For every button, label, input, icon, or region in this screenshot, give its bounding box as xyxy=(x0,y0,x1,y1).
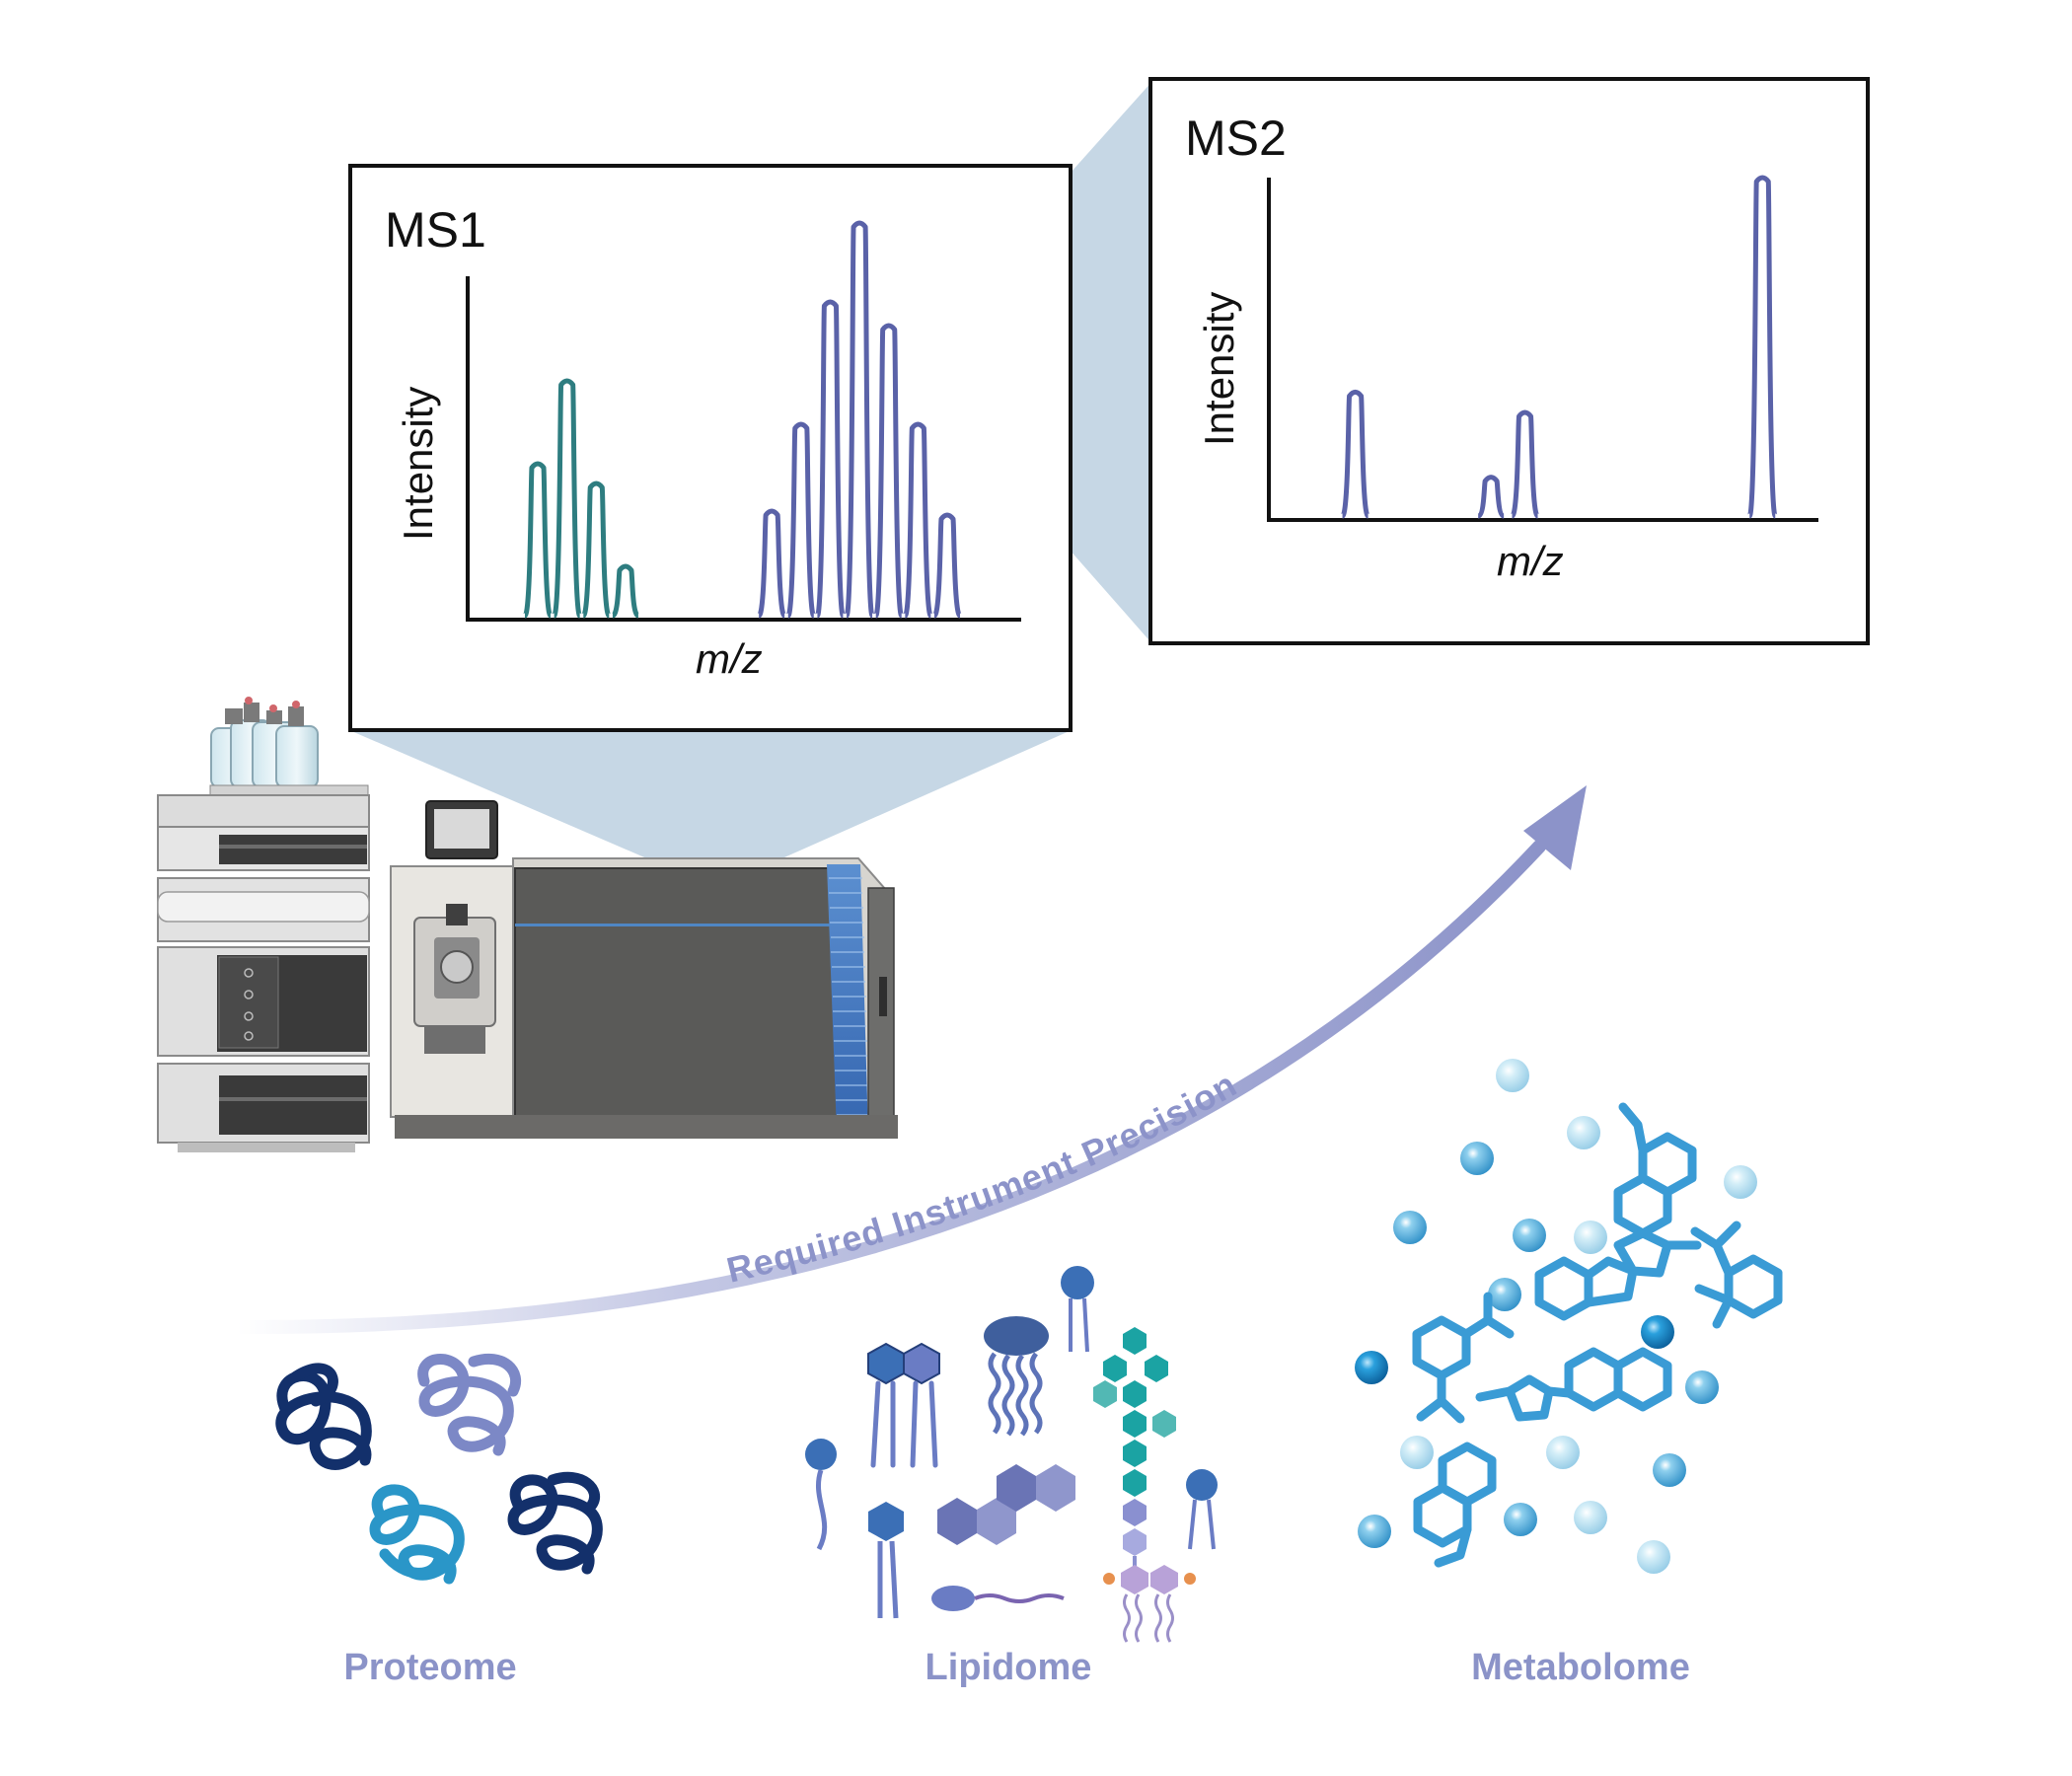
ms2-y-axis-label: Intensity xyxy=(1196,292,1242,446)
ms1-peak-2-3 xyxy=(814,299,846,619)
ms2-x-axis-label: m/z xyxy=(1497,538,1564,584)
lipid-ellipse-wavy xyxy=(984,1316,1049,1437)
ms1-zoom-wedge xyxy=(349,730,1072,888)
lipid-lollipop-left xyxy=(805,1439,837,1551)
metabolome-label: Metabolome xyxy=(1471,1647,1690,1688)
lipid-hex-lower xyxy=(868,1502,904,1619)
molecule-fused-2 xyxy=(1534,1228,1702,1321)
ms2-title: MS2 xyxy=(1185,111,1287,166)
ms1-x-axis-label: m/z xyxy=(696,635,763,682)
metabolite-molecules xyxy=(1412,1102,1783,1568)
ms1-peaks xyxy=(522,220,963,619)
lipidome-illustration xyxy=(805,1266,1218,1643)
ms1-frame xyxy=(348,164,1073,732)
ms1-peak-1-1 xyxy=(522,461,554,619)
ms2-peak-1-1 xyxy=(1340,389,1371,519)
ms1-peak-2-2 xyxy=(785,421,817,619)
proteome-label: Proteome xyxy=(343,1647,516,1688)
ms1-title: MS1 xyxy=(385,202,486,258)
mass-spectrometer xyxy=(390,800,898,1139)
proteome-illustration xyxy=(275,1353,603,1585)
sterol-hex-cluster xyxy=(937,1464,1075,1545)
phospholipid-pair xyxy=(867,1342,940,1468)
ms1-peak-2-5 xyxy=(873,323,905,619)
lipid-lollipop-top xyxy=(1061,1266,1094,1353)
glycolipid-chain xyxy=(1093,1327,1196,1643)
molecule-fused-5 xyxy=(1475,1347,1672,1422)
lipidome-label: Lipidome xyxy=(925,1647,1092,1688)
ms1-y-axis-label: Intensity xyxy=(395,387,441,541)
ms1-peak-2-1 xyxy=(756,508,787,619)
protein-light-1 xyxy=(417,1353,522,1456)
metabolite-spheres xyxy=(1355,1059,1757,1574)
ms1-peak-1-4 xyxy=(610,563,641,619)
molecule-ring-4 xyxy=(1412,1292,1515,1424)
protein-dark-2 xyxy=(507,1471,603,1575)
ms1-peak-2-6 xyxy=(902,421,933,619)
lc-stack-instrument xyxy=(157,697,370,1152)
protein-cyan-1 xyxy=(369,1484,465,1585)
molecule-indole-1 xyxy=(1613,1102,1697,1238)
ms1-peak-2-4 xyxy=(844,220,875,619)
solvent-bottles xyxy=(210,697,319,788)
ms2-panel: MS2 Intensity m/z xyxy=(1148,77,1870,645)
arrow-head xyxy=(1523,785,1587,870)
ms1-peak-1-3 xyxy=(580,481,612,619)
ms1-panel: MS1 Intensity m/z xyxy=(348,164,1073,732)
molecule-indole-6 xyxy=(1413,1442,1497,1568)
ms2-peaks xyxy=(1340,175,1778,519)
ms2-peak-1-3 xyxy=(1510,409,1541,519)
ms2-peak-1-4 xyxy=(1746,175,1778,519)
metabolome-illustration xyxy=(1355,1059,1783,1574)
ms1-peak-1-2 xyxy=(552,378,583,619)
lipid-ellipse-tail xyxy=(931,1586,1065,1611)
lipid-lollipop-right xyxy=(1186,1469,1218,1550)
molecule-ring-3 xyxy=(1690,1221,1783,1329)
ms1-peak-2-7 xyxy=(931,512,963,619)
ms2-peak-1-2 xyxy=(1476,475,1506,519)
protein-dark-1 xyxy=(275,1363,372,1470)
